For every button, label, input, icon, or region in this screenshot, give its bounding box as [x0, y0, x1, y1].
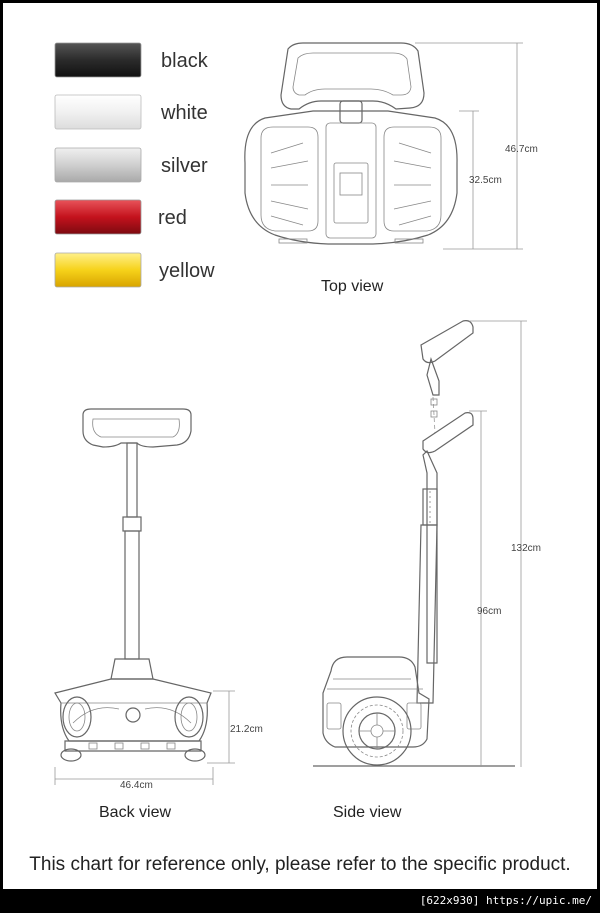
side-view-body	[322, 656, 430, 748]
side-view-body-contours	[327, 678, 423, 690]
back-view-drawing: 21.2cm 46.4cm Back view	[54, 408, 263, 821]
back-view-foot-4	[166, 742, 176, 750]
side-view-handle	[422, 412, 474, 454]
side-view-hub	[370, 724, 384, 738]
side-view-upper-column	[422, 449, 438, 664]
side-view-front-light	[406, 702, 422, 730]
side-view-extension-marker-2	[430, 410, 438, 418]
back-view-foot-1	[88, 742, 98, 750]
back-view-handlebar	[82, 408, 192, 448]
back-view-foot-3	[140, 742, 150, 750]
back-view-right-tire	[184, 748, 206, 762]
back-view-upper-shaft	[126, 442, 138, 518]
back-view-base	[64, 740, 202, 752]
top-view-overall-dim-line	[415, 42, 523, 250]
back-view-center-logo	[125, 707, 141, 723]
side-view-total-dim: 132cm	[511, 543, 541, 554]
back-view-right-wheel-hub	[180, 702, 198, 732]
top-view-display	[339, 172, 363, 196]
back-view-body	[54, 678, 212, 742]
content-frame: black white silver red yellow	[3, 3, 597, 889]
swatch-red-bar	[54, 199, 142, 235]
back-view-left-wheel-hub	[68, 702, 86, 732]
swatch-black-label: black	[161, 50, 209, 72]
back-view-left-tire	[60, 748, 82, 762]
swatch-white-label: white	[160, 102, 208, 124]
side-view-extended-neck	[426, 356, 440, 396]
side-view-drawing: 132cm 96cm Side view	[313, 320, 541, 821]
back-view-height-dim-line	[207, 690, 235, 764]
swatch-white-bar	[54, 94, 142, 130]
swatch-silver-label: silver	[161, 155, 208, 177]
back-view-width-dim: 46.4cm	[120, 780, 153, 791]
top-view-center-panel	[333, 162, 369, 224]
disclaimer-text: This chart for reference only, please re…	[29, 854, 571, 875]
side-view-extension-dashes	[432, 396, 436, 434]
swatch-yellow: yellow	[54, 252, 215, 288]
top-view-body	[244, 110, 458, 245]
swatch-red: red	[54, 199, 187, 235]
side-view-extension-marker-1	[430, 398, 438, 406]
back-view-neck	[110, 658, 154, 680]
back-view-body-contours	[61, 702, 207, 724]
top-view-left-light	[278, 238, 308, 244]
drawing-canvas: black white silver red yellow	[54, 42, 541, 821]
back-view-handle-grip	[92, 418, 180, 438]
swatch-silver: silver	[54, 147, 208, 183]
side-view-rear-light	[326, 702, 342, 730]
swatch-yellow-label: yellow	[159, 260, 215, 282]
top-view-handlebar	[280, 42, 425, 110]
swatch-red-label: red	[158, 207, 187, 229]
top-view-stem	[339, 100, 363, 124]
back-view-left-wheel	[62, 696, 92, 738]
back-view-foot-2	[114, 742, 124, 750]
back-view-right-wheel	[174, 696, 204, 738]
top-view-drawing: 46.7cm 32.5cm Top view	[244, 42, 538, 295]
swatch-black: black	[54, 42, 209, 78]
back-view-lower-shaft	[124, 530, 140, 660]
side-view-handle-dim-line	[469, 410, 487, 767]
side-view-handle-dim: 96cm	[477, 606, 501, 617]
top-view-left-footpad	[260, 126, 319, 232]
side-view-wheel	[342, 696, 412, 766]
back-view-clamp	[122, 516, 142, 532]
side-view-extended-handle	[420, 320, 474, 364]
side-view-lower-column	[416, 524, 438, 704]
top-view-overall-dim: 46.7cm	[505, 144, 538, 155]
swatch-black-bar	[54, 42, 142, 78]
top-view-label: Top view	[321, 278, 384, 295]
back-view-width-dim-line	[54, 767, 214, 785]
side-view-spokes	[359, 713, 395, 749]
swatch-silver-bar	[54, 147, 142, 183]
swatch-white: white	[54, 94, 208, 130]
side-view-tire-tread	[350, 704, 404, 758]
top-view-left-grooves	[270, 142, 309, 226]
top-view-right-footpad	[383, 126, 442, 232]
top-view-handle-grip	[292, 52, 412, 96]
back-view-label: Back view	[99, 804, 171, 821]
top-view-center-column	[325, 122, 377, 239]
swatch-yellow-bar	[54, 252, 142, 288]
side-view-total-dim-line	[469, 320, 527, 767]
side-view-label: Side view	[333, 804, 402, 821]
top-view-body-dim: 32.5cm	[469, 175, 502, 186]
watermark-badge[interactable]: [622x930] https://upic.me/	[415, 892, 596, 910]
top-view-right-grooves	[393, 142, 432, 226]
back-view-height-dim: 21.2cm	[230, 724, 263, 735]
top-view-right-light	[394, 238, 424, 244]
top-view-body-dim-line	[459, 110, 479, 249]
